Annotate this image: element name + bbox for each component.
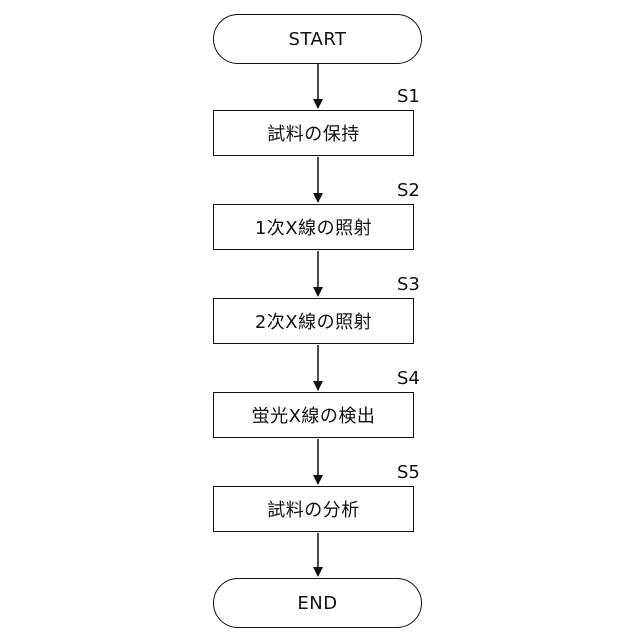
step-id-s4: S4 xyxy=(397,368,437,389)
start-label: START xyxy=(288,29,346,50)
step-id-s3: S3 xyxy=(397,274,437,295)
start-terminal: START xyxy=(213,14,422,64)
step-label-s2: 1次X線の照射 xyxy=(255,214,372,240)
end-label: END xyxy=(297,593,337,614)
step-label-s4: 蛍光X線の検出 xyxy=(252,402,376,428)
end-terminal: END xyxy=(213,578,422,628)
step-label-s5: 試料の分析 xyxy=(267,496,360,522)
step-label-s3: 2次X線の照射 xyxy=(255,308,372,334)
step-label-s1: 試料の保持 xyxy=(267,120,360,146)
step-id-s1: S1 xyxy=(397,86,437,107)
process-step-s4: 蛍光X線の検出 xyxy=(213,392,414,438)
process-step-s2: 1次X線の照射 xyxy=(213,204,414,250)
process-step-s3: 2次X線の照射 xyxy=(213,298,414,344)
step-id-s2: S2 xyxy=(397,180,437,201)
process-step-s5: 試料の分析 xyxy=(213,486,414,532)
process-step-s1: 試料の保持 xyxy=(213,110,414,156)
step-id-s5: S5 xyxy=(397,462,437,483)
